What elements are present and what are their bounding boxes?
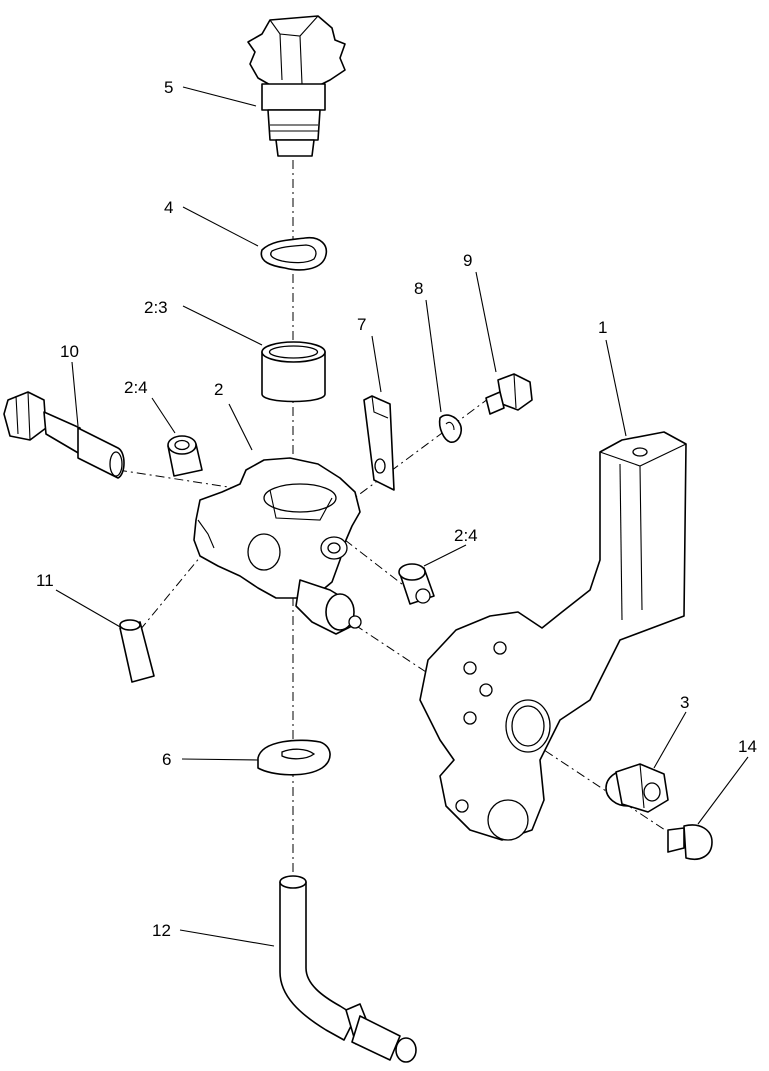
callout-2: 2 [214,380,223,399]
part-4-wave-washer [260,236,327,271]
callout-labels: 1 2 2:3 2:4 2:4 3 4 5 6 7 8 9 10 11 12 1… [36,78,757,940]
part-2-3-bushing [261,341,326,403]
part-3-flange-nut [605,763,669,813]
part-6-e-clip [257,739,331,776]
leader-lines [55,86,749,947]
part-14-plug [667,824,713,860]
callout-14: 14 [738,737,757,756]
part-2-4-spacer-right [398,563,435,605]
part-11-pin [119,619,155,683]
callout-9: 9 [463,251,472,270]
callout-5: 5 [164,78,173,97]
callout-2-3: 2:3 [144,298,168,317]
callout-3: 3 [680,693,689,712]
part-10-bolt [3,391,125,479]
callout-2-4-left: 2:4 [124,378,148,397]
callout-8: 8 [414,279,423,298]
part-8-clip [438,414,463,443]
callout-1: 1 [598,318,607,337]
callout-4: 4 [164,198,173,217]
callout-10: 10 [60,342,79,361]
callout-6: 6 [162,750,171,769]
callout-12: 12 [152,921,171,940]
part-9-small-bolt [485,373,533,415]
part-2-4-spacer-left [167,435,203,477]
callout-2-4-right: 2:4 [454,526,478,545]
part-2-bracket [193,457,362,635]
part-1-arm [419,431,687,841]
callout-7: 7 [357,315,366,334]
part-5-knob [247,15,346,157]
part-12-rod [279,875,417,1063]
part-7-plate [363,395,395,491]
callout-11: 11 [36,571,54,590]
